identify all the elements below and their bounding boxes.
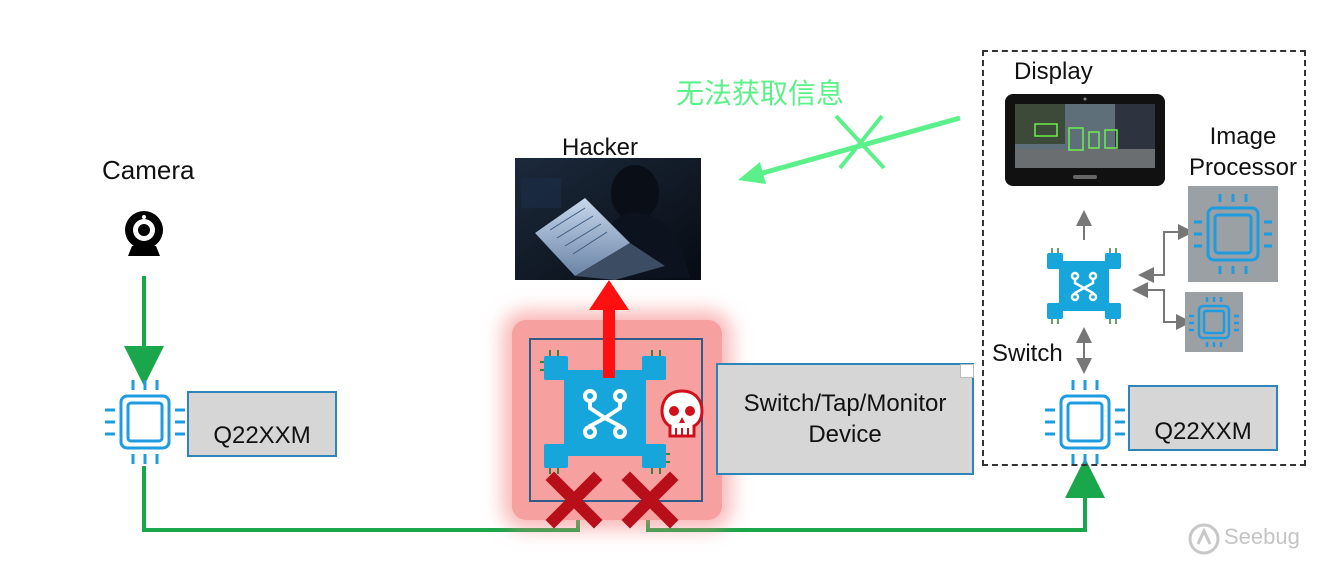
camera-label: Camera: [102, 155, 194, 186]
right-chip-label: Q22XXM: [1154, 416, 1251, 447]
blocked-arrow: [732, 108, 972, 198]
processor-chip-icon-image-processor: [1188, 186, 1278, 282]
switch-label: Switch: [992, 340, 1063, 368]
processor-chip-icon-small: [1185, 292, 1243, 352]
processor-chip-icon-left: [103, 378, 187, 468]
tap-device-label: Switch/Tap/Monitor Device: [730, 388, 960, 450]
skull-icon: [659, 388, 705, 442]
webcam-icon: [122, 210, 166, 258]
left-chip-label-box: Q22XXM: [187, 391, 337, 457]
x-cross-icon-left: [546, 472, 602, 528]
watermark-text: Seebug: [1224, 524, 1300, 550]
exfiltration-arrow: [589, 280, 629, 380]
x-cross-icon-right: [622, 472, 678, 528]
blocked-note: 无法获取信息: [676, 72, 844, 112]
image-processor-label: Image Processor: [1180, 122, 1306, 183]
seebug-logo-icon: [1187, 522, 1221, 556]
left-chip-label: Q22XXM: [213, 420, 310, 451]
display-label: Display: [1014, 58, 1093, 86]
processor-chip-icon-right: [1043, 378, 1127, 468]
tablet-display-icon: [1005, 94, 1165, 186]
tap-device-label-box: Switch/Tap/Monitor Device: [716, 363, 974, 475]
network-switch-icon-target: [1045, 247, 1123, 325]
right-chip-label-box: Q22XXM: [1128, 385, 1278, 451]
hacker-photo: [515, 158, 701, 280]
